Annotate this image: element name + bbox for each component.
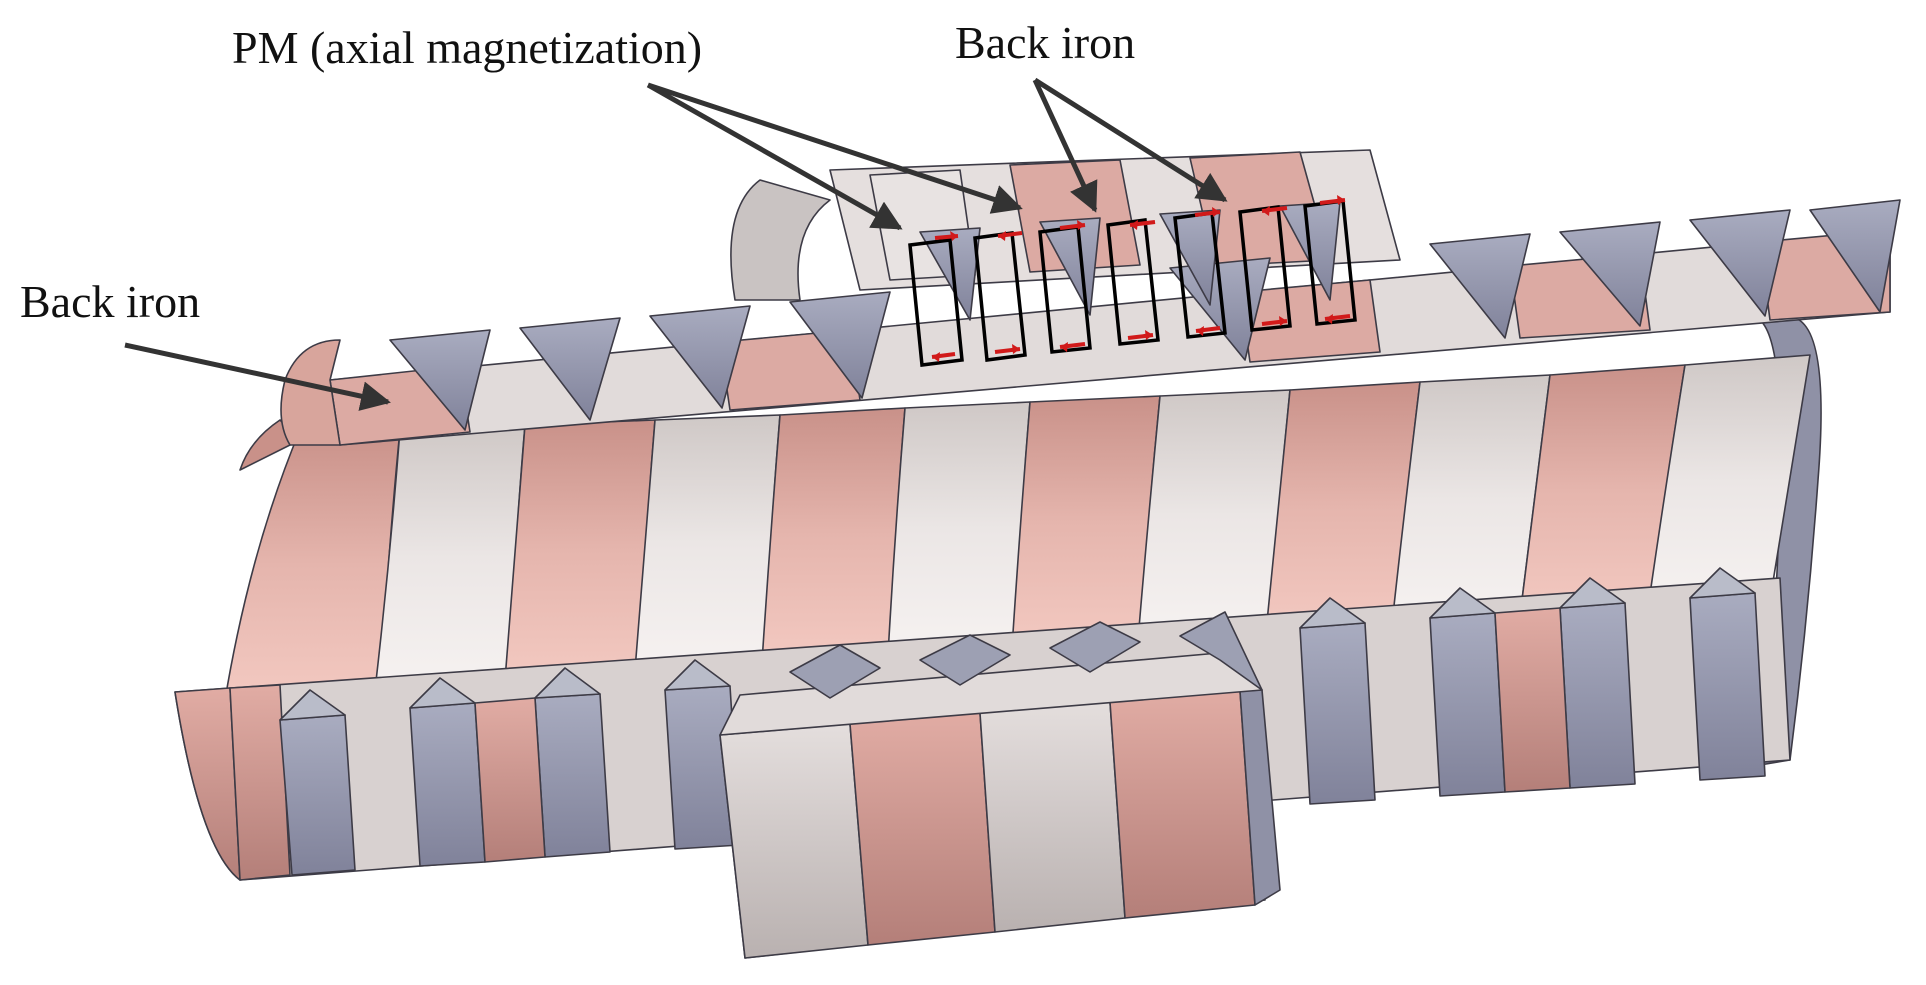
magnet-box [1173, 207, 1227, 339]
magnet-box [1238, 205, 1292, 332]
stator-wedges-top [389, 199, 1901, 431]
magnet-box [973, 231, 1027, 362]
magnet-box [1303, 195, 1357, 326]
annotation-arrows [124, 77, 1228, 411]
back-iron-top-label: Back iron [955, 17, 1135, 68]
magnet-box [1038, 220, 1092, 354]
magnet-box [1106, 218, 1160, 346]
pm-label: PM (axial magnetization) [232, 22, 702, 73]
magnet-box [908, 231, 964, 367]
stator-cylinder [224, 354, 1811, 701]
magnetization-boxes [908, 195, 1357, 367]
back-iron-left-label: Back iron [20, 276, 200, 327]
translator-front [719, 611, 1281, 959]
